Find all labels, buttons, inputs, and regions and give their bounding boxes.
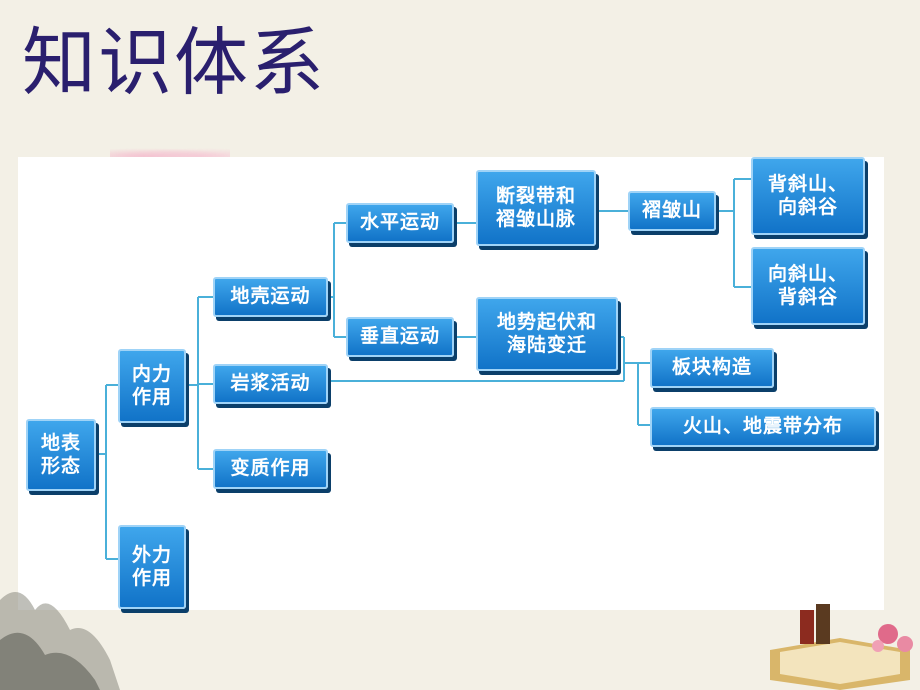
node-bankuai-gouzao: 板块构造: [650, 348, 774, 388]
books-decoration: [770, 604, 913, 690]
node-diqiao-yundong: 地壳运动: [213, 277, 328, 317]
node-waili-zuoyong: 外力 作用: [118, 525, 186, 609]
node-dishi-qifu: 地势起伏和 海陆变迁: [476, 297, 618, 371]
node-dibiao-xingtai: 地表 形态: [26, 419, 96, 491]
connector-dibiao: [96, 384, 118, 560]
connector-neili: [186, 296, 213, 470]
node-zhezhoushan: 褶皱山: [628, 191, 716, 231]
node-xiangxie-beixie: 向斜山、 背斜谷: [751, 247, 865, 325]
node-neili-zuoyong: 内力 作用: [118, 349, 186, 423]
concept-map-panel: 地表 形态 内力 作用 外力 作用 地壳运动 岩浆活动 变质作用 水平运动 垂直…: [18, 157, 884, 610]
node-huoshan-dizhen: 火山、地震带分布: [650, 407, 876, 447]
connector-yanjiang: [328, 336, 650, 426]
connector-diqiao: [328, 222, 346, 338]
node-duanliedai: 断裂带和 褶皱山脉: [476, 170, 596, 246]
connector-zhezhou: [716, 178, 751, 288]
node-yanjiang-huodong: 岩浆活动: [213, 364, 328, 404]
node-shuiping-yundong: 水平运动: [346, 203, 454, 243]
node-beixie-xiangxie: 背斜山、 向斜谷: [751, 157, 865, 235]
landscape-decoration: [0, 592, 120, 690]
connector-lines: [96, 178, 751, 560]
node-chuizhi-yundong: 垂直运动: [346, 317, 454, 357]
slide-title: 知识体系: [22, 20, 326, 106]
node-bianzhi-zuoyong: 变质作用: [213, 449, 328, 489]
